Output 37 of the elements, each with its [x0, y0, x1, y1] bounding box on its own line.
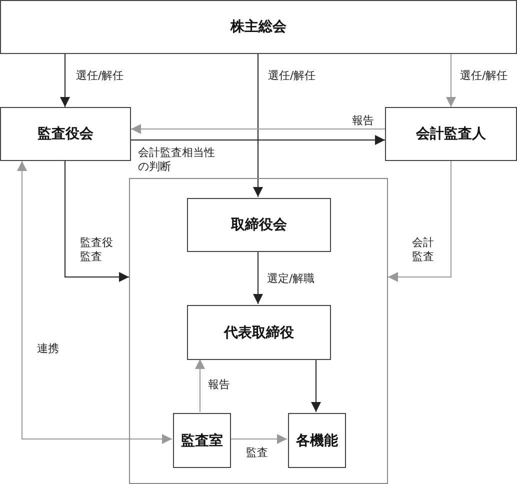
- edge-label: 連携: [37, 342, 59, 356]
- arrow: [17, 160, 172, 444]
- arrow: [64, 160, 130, 282]
- box-title: 会計監査人: [416, 125, 486, 143]
- arrow: [60, 54, 70, 108]
- process-box: [173, 413, 231, 468]
- edge-label: 報告: [208, 378, 230, 392]
- process-box: [288, 413, 346, 468]
- box-title: 各機能: [296, 432, 338, 450]
- arrow: [130, 124, 386, 134]
- arrow: [230, 434, 288, 444]
- arrow: [446, 54, 456, 108]
- edge-label: 選任/解任: [460, 69, 508, 83]
- process-box: [385, 107, 517, 161]
- process-box: [187, 198, 331, 252]
- arrow: [195, 358, 205, 412]
- box-title: 取締役会: [231, 216, 287, 234]
- edge-label: 選任/解任: [268, 69, 316, 83]
- arrow: [130, 135, 386, 145]
- process-box: [187, 305, 331, 360]
- edge-label: 会計監査相当性の判断: [138, 146, 218, 174]
- edge-label: 選定/解職: [267, 272, 315, 286]
- arrow: [388, 160, 452, 282]
- edge-label: 報告: [352, 114, 374, 128]
- arrow: [253, 250, 263, 304]
- box-title: 株主総会: [230, 18, 286, 36]
- box-title: 代表取締役: [224, 324, 294, 342]
- arrow: [311, 358, 321, 412]
- arrow: [253, 54, 263, 198]
- process-box: [0, 0, 517, 54]
- box-title: 監査室: [181, 432, 223, 450]
- group-frame: [129, 178, 388, 484]
- edge-label: 会計監査: [412, 236, 437, 264]
- box-title: 監査役会: [38, 125, 94, 143]
- edge-label: 監査: [246, 446, 268, 460]
- process-box: [0, 107, 131, 161]
- edge-label: 選任/解任: [76, 69, 124, 83]
